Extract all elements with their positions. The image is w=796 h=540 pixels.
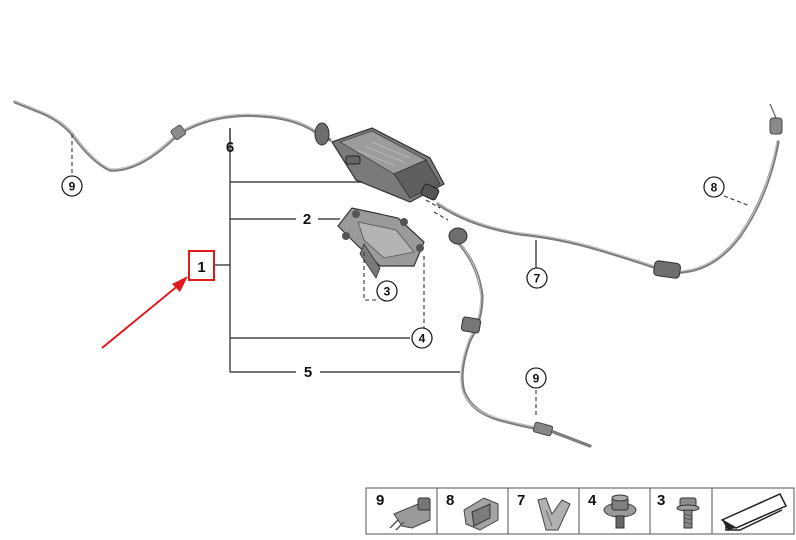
svg-text:9: 9	[533, 372, 540, 386]
highlight-box	[188, 250, 215, 281]
cable-upper-left	[13, 100, 332, 172]
pointer-arrow	[101, 276, 188, 349]
clip-icon	[463, 497, 499, 531]
cable-clip-icon	[389, 497, 431, 531]
legend-item-9[interactable]: 9	[376, 492, 431, 531]
hex-screw-icon	[676, 497, 700, 529]
cable-lower	[448, 227, 592, 448]
callout-4[interactable]: 4	[411, 327, 433, 349]
leader-lines	[71, 128, 751, 416]
legend-item-3[interactable]: 3	[657, 492, 700, 529]
callout-3[interactable]: 3	[376, 280, 398, 302]
view-direction-icon	[720, 493, 788, 531]
callout-6[interactable]: 6	[226, 139, 234, 156]
svg-text:3: 3	[657, 492, 665, 509]
parking-brake-actuator	[331, 127, 445, 203]
parts-legend: 9 8 7 4	[365, 487, 795, 535]
legend-item-7[interactable]: 7	[517, 492, 571, 531]
callout-9-left[interactable]: 9	[61, 175, 83, 197]
callout-8[interactable]: 8	[703, 176, 725, 198]
collar-nut-icon	[603, 494, 637, 529]
svg-text:9: 9	[376, 492, 384, 509]
callout-1[interactable]: 1	[197, 259, 205, 276]
callout-2[interactable]: 2	[303, 211, 311, 228]
svg-text:8: 8	[446, 492, 454, 509]
callout-9-bottom[interactable]: 9	[525, 367, 547, 389]
legend-item-4[interactable]: 4	[588, 492, 637, 529]
callout-5[interactable]: 5	[304, 364, 312, 381]
svg-text:8: 8	[711, 181, 718, 195]
svg-text:7: 7	[517, 492, 525, 509]
svg-text:9: 9	[69, 180, 76, 194]
mounting-bracket	[337, 207, 425, 279]
cable-right	[436, 103, 783, 279]
spring-clip-icon	[537, 497, 571, 531]
callout-7[interactable]: 7	[526, 267, 548, 289]
svg-text:4: 4	[419, 332, 426, 346]
legend-item-8[interactable]: 8	[446, 492, 499, 531]
svg-text:7: 7	[534, 272, 541, 286]
svg-text:4: 4	[588, 492, 597, 509]
svg-text:3: 3	[384, 285, 391, 299]
